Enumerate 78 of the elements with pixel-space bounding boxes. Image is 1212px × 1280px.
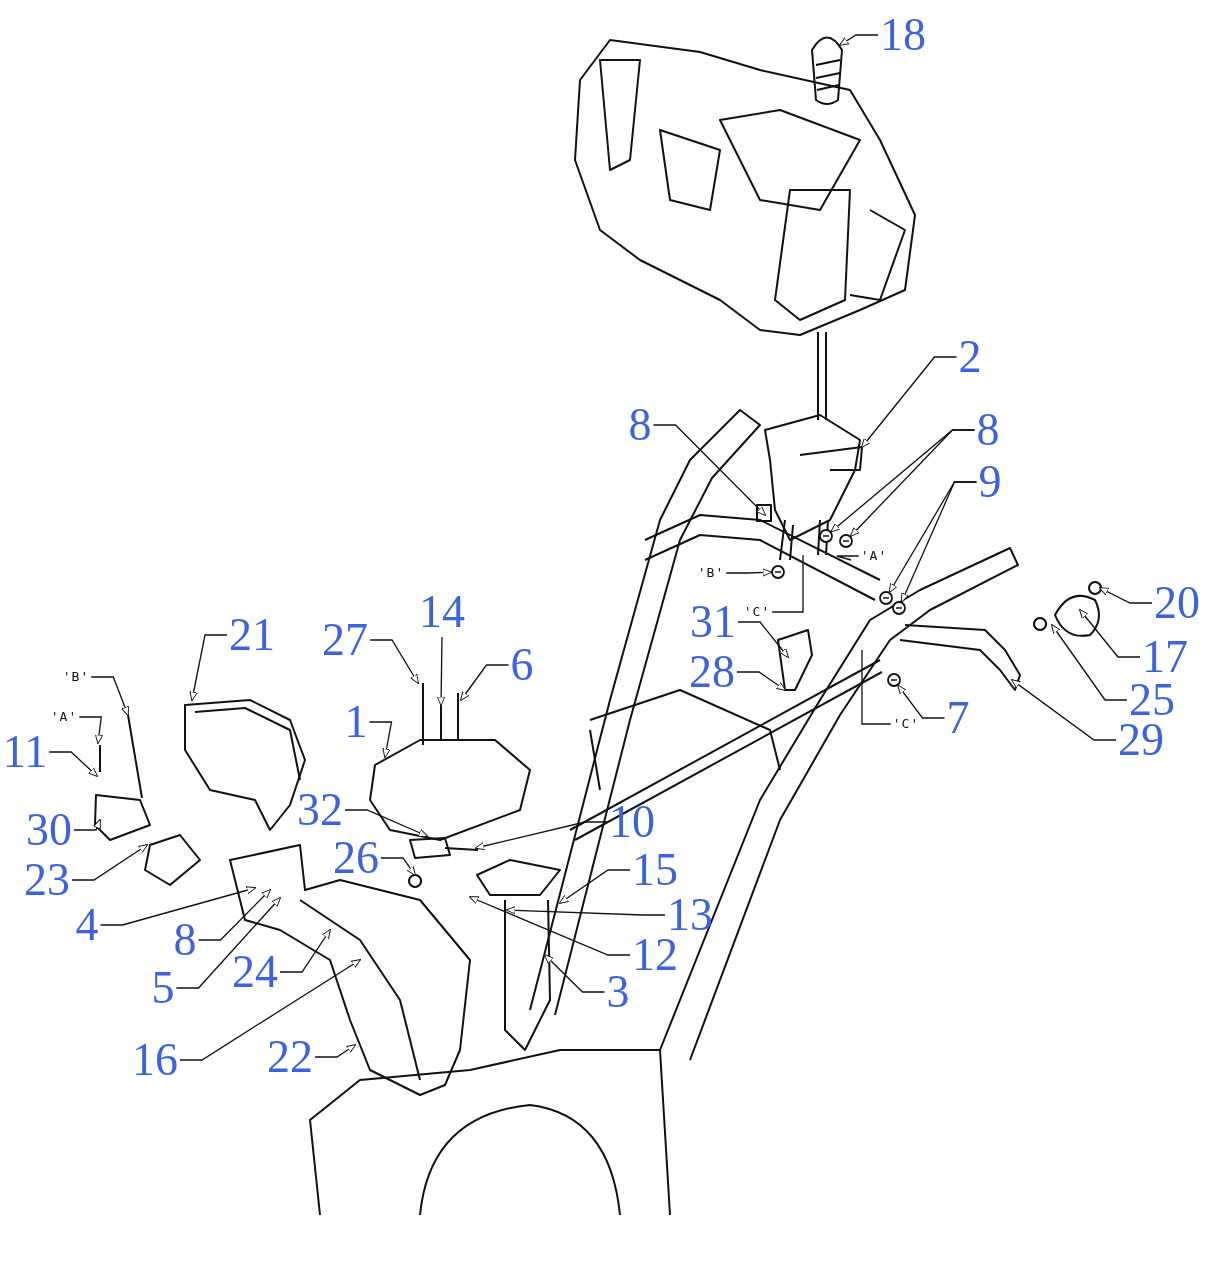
leader-line bbox=[460, 664, 510, 702]
leader-line bbox=[279, 928, 331, 973]
callout-number: 9 bbox=[978, 459, 1002, 505]
bolt-drawing bbox=[892, 601, 906, 615]
callout-number: 30 bbox=[26, 807, 72, 853]
leader-line bbox=[1051, 623, 1128, 701]
leader-line bbox=[90, 676, 129, 717]
leader-line bbox=[849, 429, 976, 538]
leader-line bbox=[344, 809, 429, 837]
callout-number: 2 bbox=[958, 334, 982, 380]
callout-number: 15 bbox=[632, 847, 678, 893]
callout-number: 18 bbox=[880, 12, 926, 58]
leader-line bbox=[175, 896, 282, 989]
callout-number: 21 bbox=[229, 612, 275, 658]
leader-line bbox=[736, 671, 787, 691]
callout-number: 23 bbox=[24, 857, 70, 903]
bolt-drawing bbox=[879, 591, 893, 605]
reference-letter: 'B' bbox=[697, 566, 725, 580]
reference-letter: 'A' bbox=[50, 710, 78, 724]
leader-line bbox=[99, 886, 257, 926]
callout-number: 28 bbox=[689, 649, 735, 695]
leader-line bbox=[369, 639, 419, 685]
leader-line bbox=[861, 649, 892, 725]
leader-line bbox=[1079, 608, 1141, 658]
leader-line bbox=[189, 634, 228, 702]
reference-letter: 'C' bbox=[892, 717, 920, 731]
bolt-drawing bbox=[771, 565, 785, 579]
callout-number: 24 bbox=[232, 949, 278, 995]
callout-number: 7 bbox=[946, 695, 970, 741]
leader-line bbox=[725, 568, 773, 577]
leader-line bbox=[78, 716, 103, 745]
callout-number: 3 bbox=[606, 969, 630, 1015]
bolt-drawing bbox=[839, 534, 853, 548]
leader-line bbox=[73, 818, 101, 831]
leader-line bbox=[368, 721, 393, 759]
leader-line bbox=[474, 821, 608, 851]
callout-number: 17 bbox=[1142, 634, 1188, 680]
callout-number: 22 bbox=[267, 1034, 313, 1080]
bolt-drawing bbox=[887, 673, 901, 687]
leader-line bbox=[897, 684, 946, 719]
leader-line bbox=[505, 906, 666, 916]
leader-line bbox=[737, 621, 789, 659]
leader-line bbox=[1010, 679, 1117, 741]
leader-line bbox=[380, 857, 416, 877]
leader-line bbox=[314, 1044, 357, 1058]
callout-number: 8 bbox=[173, 917, 197, 963]
callout-number: 5 bbox=[151, 965, 175, 1011]
callout-number: 32 bbox=[297, 787, 343, 833]
callout-number: 16 bbox=[132, 1037, 178, 1083]
callout-number: 8 bbox=[976, 407, 1000, 453]
leader-line bbox=[771, 554, 804, 613]
leader-line bbox=[179, 959, 362, 1061]
callout-number: 20 bbox=[1154, 580, 1200, 626]
leader-line bbox=[1098, 587, 1153, 604]
callout-number: 11 bbox=[2, 729, 48, 775]
leader-line bbox=[468, 896, 631, 956]
leader-line bbox=[861, 356, 958, 449]
callout-number: 10 bbox=[609, 799, 655, 845]
reference-letter: 'B' bbox=[62, 670, 90, 684]
leader-line bbox=[71, 844, 149, 881]
callout-number: 6 bbox=[510, 642, 534, 688]
leader-line bbox=[838, 34, 879, 46]
leader-line bbox=[48, 751, 99, 778]
leader-line bbox=[901, 481, 978, 603]
leader-line bbox=[558, 869, 631, 904]
leader-line bbox=[543, 953, 606, 993]
callout-number: 4 bbox=[75, 902, 99, 948]
reference-letter: 'C' bbox=[743, 605, 771, 619]
callout-number: 31 bbox=[690, 599, 736, 645]
callout-number: 1 bbox=[344, 699, 368, 745]
bolt-drawing bbox=[819, 529, 833, 543]
callout-number: 14 bbox=[419, 589, 465, 635]
callout-number: 26 bbox=[333, 835, 379, 881]
callout-number: 27 bbox=[322, 617, 368, 663]
reference-letter: 'A' bbox=[860, 549, 888, 563]
callout-number: 8 bbox=[628, 402, 652, 448]
leader-line bbox=[652, 424, 767, 517]
leader-line bbox=[197, 888, 272, 941]
